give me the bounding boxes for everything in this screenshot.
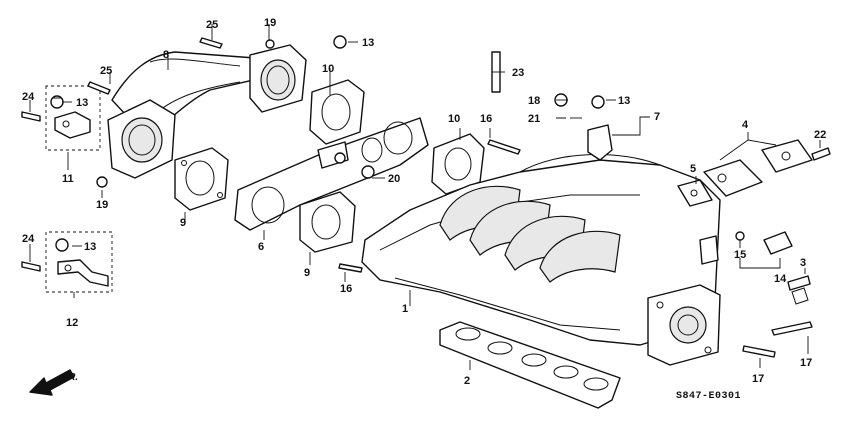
part-12-bracket-group bbox=[21, 231, 113, 293]
callout-13-right: 13 bbox=[618, 95, 630, 107]
callout-labels: 25 19 8 13 10 23 25 24 13 11 19 9 6 9 16… bbox=[22, 17, 826, 387]
callout-7: 7 bbox=[654, 111, 660, 123]
callout-10-upper: 10 bbox=[322, 63, 334, 75]
front-direction-arrow: FR. bbox=[29, 369, 78, 396]
callout-15: 15 bbox=[734, 249, 746, 261]
callout-1: 1 bbox=[402, 303, 408, 315]
callout-25-left: 25 bbox=[100, 65, 112, 77]
part-7-bracket bbox=[554, 93, 613, 161]
callout-11: 11 bbox=[62, 173, 74, 185]
callout-2: 2 bbox=[464, 375, 470, 387]
part-4-cover-plates bbox=[703, 139, 831, 197]
callout-24-upper: 24 bbox=[22, 91, 35, 103]
part-10-gasket-upper bbox=[309, 79, 365, 145]
callout-13-top: 13 bbox=[362, 37, 374, 49]
callout-16-upper: 16 bbox=[480, 113, 492, 125]
callout-5: 5 bbox=[690, 163, 696, 175]
callout-12: 12 bbox=[66, 317, 78, 329]
studs bbox=[87, 35, 813, 358]
callout-16-left: 16 bbox=[340, 283, 352, 295]
diagram-code: S847-E0301 bbox=[676, 391, 741, 402]
callout-8: 8 bbox=[163, 49, 169, 61]
part-11-bracket-group bbox=[21, 85, 101, 151]
callout-13-left: 13 bbox=[76, 97, 88, 109]
callout-4: 4 bbox=[742, 119, 749, 131]
callout-24-lower: 24 bbox=[22, 233, 35, 245]
front-direction-label: FR. bbox=[62, 372, 78, 383]
callout-9-middle: 9 bbox=[304, 267, 310, 279]
callout-13-lower: 13 bbox=[84, 241, 96, 253]
callout-14: 14 bbox=[774, 273, 787, 285]
callout-6: 6 bbox=[258, 241, 264, 253]
callout-17-right: 17 bbox=[800, 357, 812, 369]
part-8-runner-pipe bbox=[107, 44, 307, 179]
part-2-manifold-gasket bbox=[439, 321, 621, 409]
callout-17-left: 17 bbox=[752, 373, 764, 385]
part-14-sensor bbox=[735, 231, 793, 255]
callout-3: 3 bbox=[800, 257, 806, 269]
callout-23: 23 bbox=[512, 67, 524, 79]
callout-18: 18 bbox=[528, 95, 540, 107]
callout-9-left: 9 bbox=[180, 217, 186, 229]
callout-22: 22 bbox=[814, 129, 826, 141]
callout-19-top: 19 bbox=[264, 17, 276, 29]
callout-19-left: 19 bbox=[96, 199, 108, 211]
part-6-gasket-plate bbox=[234, 117, 429, 231]
callout-10-right: 10 bbox=[448, 113, 460, 125]
leader-lines bbox=[29, 24, 821, 370]
part-9-gasket-left bbox=[174, 147, 229, 211]
part-5-gasket bbox=[677, 179, 713, 207]
part-1-intake-manifold bbox=[361, 154, 721, 366]
part-9-gasket-lower bbox=[299, 191, 356, 253]
callout-20: 20 bbox=[388, 173, 400, 185]
callout-25-top: 25 bbox=[206, 19, 218, 31]
callout-21: 21 bbox=[528, 113, 540, 125]
